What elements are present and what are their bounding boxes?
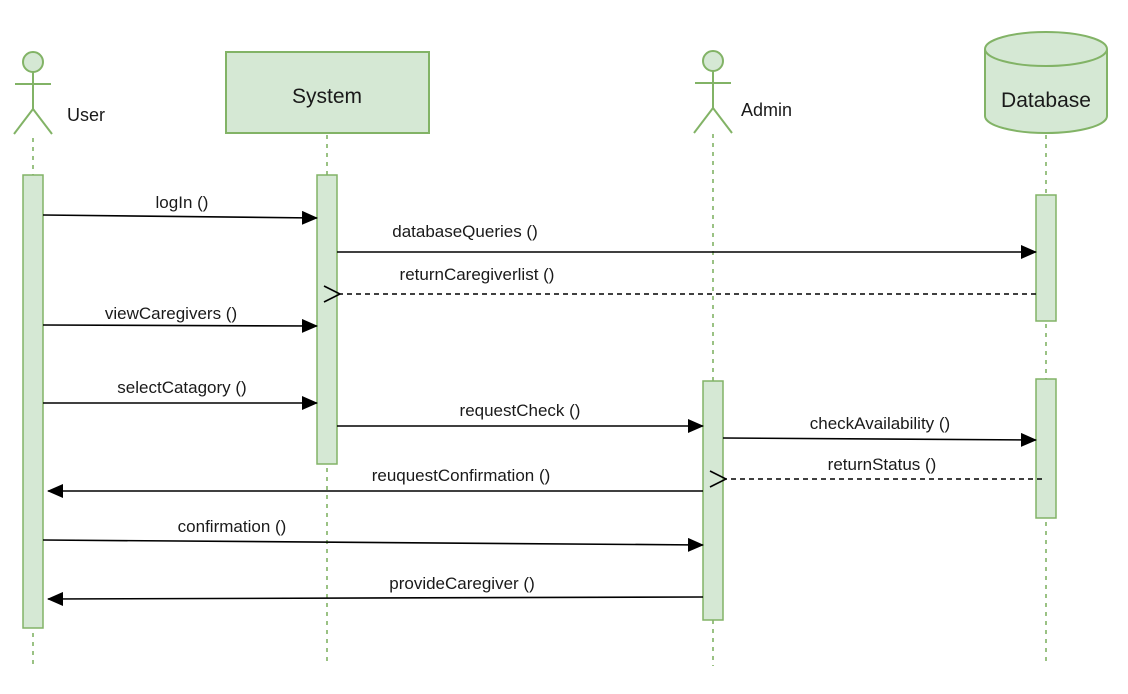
database-icon: [984, 31, 1108, 134]
activation-database-1: [1035, 194, 1057, 322]
message-label: provideCaregiver (): [389, 574, 535, 593]
message-label: returnCaregiverlist (): [400, 265, 555, 284]
message-label: viewCaregivers (): [105, 304, 237, 323]
message-request-check: requestCheck (): [337, 401, 704, 433]
message-label: selectCatagory (): [117, 378, 246, 397]
actor-user: User: [13, 51, 105, 135]
message-label: confirmation (): [178, 517, 287, 536]
actor-admin: Admin: [693, 50, 792, 134]
participant-label-admin: Admin: [741, 100, 792, 120]
message-reuquest-confirmation: reuquestConfirmation (): [47, 466, 703, 498]
message-label: requestCheck (): [460, 401, 581, 420]
participant-system: System: [225, 51, 430, 134]
message-view-caregivers: viewCaregivers (): [42, 304, 318, 333]
message-confirmation: confirmation (): [42, 517, 704, 552]
message-label: returnStatus (): [828, 455, 937, 474]
activation-system: [316, 174, 338, 465]
message-check-availability: checkAvailability (): [722, 414, 1037, 447]
participant-label-user: User: [67, 105, 105, 125]
participant-label-database: Database: [1001, 89, 1091, 112]
message-label: logIn (): [156, 193, 209, 212]
participant-label-system: System: [292, 85, 362, 108]
message-label: reuquestConfirmation (): [372, 466, 551, 485]
actor-icon: [13, 51, 53, 135]
message-database-queries: databaseQueries (): [337, 222, 1037, 259]
message-label: checkAvailability (): [810, 414, 950, 433]
message-select-catagory: selectCatagory (): [43, 378, 318, 410]
participant-database: Database: [984, 31, 1108, 134]
activation-database-2: [1035, 378, 1057, 519]
message-provide-caregiver: provideCaregiver (): [47, 574, 704, 606]
actor-icon: [693, 50, 733, 134]
activation-user: [22, 174, 44, 629]
message-login: logIn (): [42, 193, 318, 225]
message-return-caregiver-list: returnCaregiverlist (): [340, 265, 1036, 294]
message-label: databaseQueries (): [392, 222, 538, 241]
activation-admin: [702, 380, 724, 621]
message-return-status: returnStatus (): [726, 455, 1042, 479]
